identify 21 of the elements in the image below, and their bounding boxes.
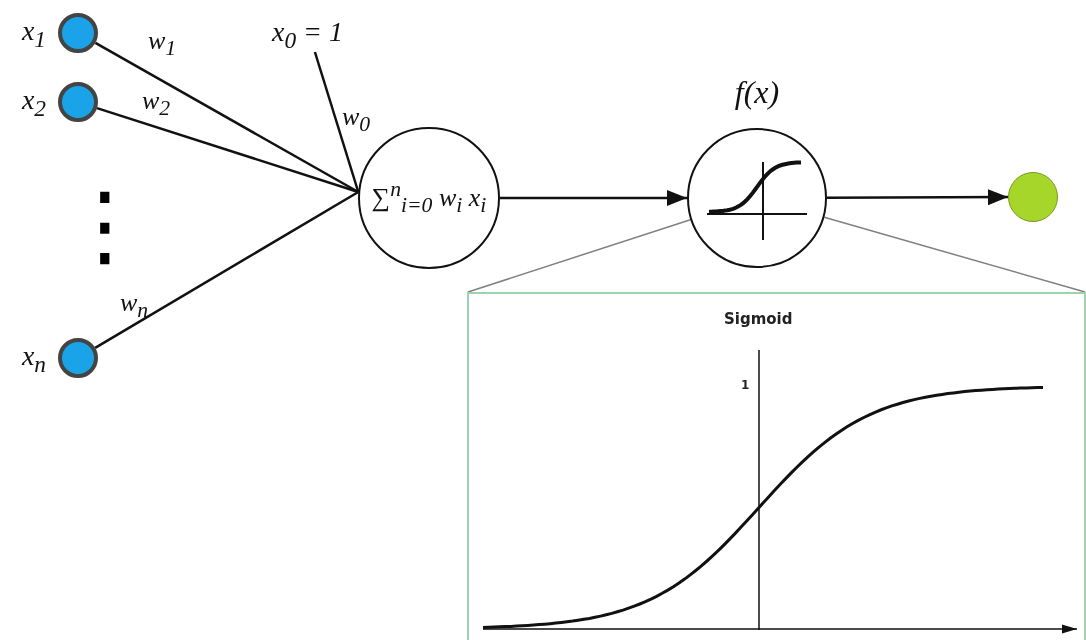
weight-label: w$_{1}$ — [148, 28, 177, 60]
input-label: x$_{n}$ — [21, 342, 46, 376]
connector-line — [96, 106, 359, 194]
zoom-line — [823, 216, 1086, 293]
axis-tick-label: 1 — [741, 378, 750, 392]
zoom-line — [467, 218, 692, 293]
weight-label: w$_{0}$ — [342, 104, 371, 136]
weight-label: w$_{2}$ — [142, 88, 171, 120]
arrow — [500, 190, 687, 206]
weighted-sum-formula: ∑$^{n}$$_{i=0}$ w$_{i}$ x$_{i}$ — [371, 179, 487, 217]
chart-title: Sigmoid — [724, 310, 793, 328]
bias-input-label: x$_{0}$ = 1 — [272, 18, 343, 52]
activation-function-label: f(x) — [734, 76, 780, 108]
weight-label: w$_{n}$ — [120, 290, 149, 322]
arrow — [827, 189, 1008, 206]
ellipsis-dots: ⋮ — [60, 180, 150, 270]
input-label: x$_{1}$ — [21, 17, 46, 51]
input-label: x$_{2}$ — [21, 86, 46, 120]
sigmoid-chart-panel — [467, 292, 1086, 640]
connector-line — [94, 190, 359, 349]
connector-line — [313, 51, 360, 193]
